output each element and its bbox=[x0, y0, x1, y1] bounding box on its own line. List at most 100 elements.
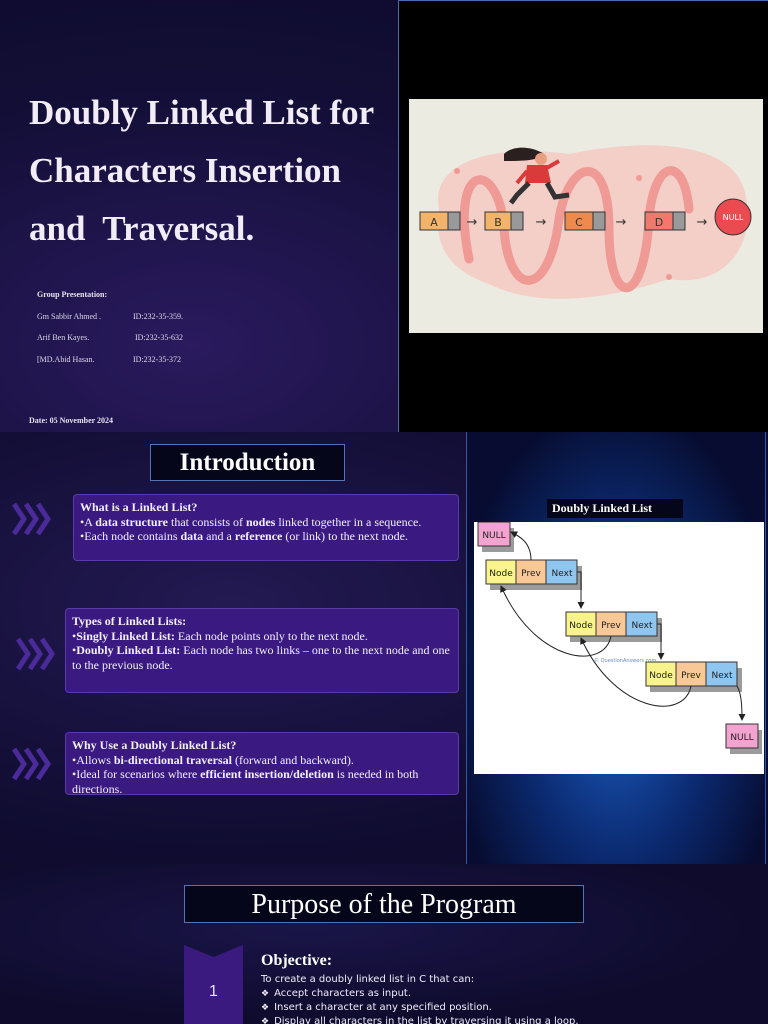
card-line: •Doubly Linked List: Each node has two l… bbox=[72, 643, 452, 672]
card-line-segment: that consists of bbox=[168, 514, 246, 529]
member-name: [MD.Abid Hasan. bbox=[37, 355, 95, 364]
card-line-segment: data structure bbox=[95, 514, 168, 529]
cell-label: Next bbox=[552, 569, 573, 579]
next-arrow bbox=[657, 623, 665, 660]
card-line-segment: •Ideal for scenarios where bbox=[72, 767, 201, 781]
null-text: NULL bbox=[730, 733, 753, 743]
card-line-segment: data bbox=[180, 529, 204, 543]
info-card-linked-list: What is a Linked List? •A data structure… bbox=[73, 494, 459, 561]
card-line-segment: (forward and backward). bbox=[231, 752, 354, 767]
null-text: NULL bbox=[482, 531, 505, 541]
card-line: •Each node contains data and a reference… bbox=[80, 529, 452, 544]
arrow-icon: → bbox=[697, 215, 708, 230]
illus-node: A bbox=[419, 211, 461, 231]
group-label: Group Presentation: bbox=[37, 290, 108, 299]
card-heading: Types of Linked Lists: bbox=[72, 614, 187, 628]
member-row: Arif Ben Kayes. ID:232-35-632 bbox=[37, 333, 207, 342]
chevron-right-icon bbox=[15, 637, 60, 671]
dot-decoration bbox=[454, 168, 460, 174]
member-id: ID:232-35-372 bbox=[133, 355, 181, 364]
card-line: •Singly Linked List: Each node points on… bbox=[72, 629, 452, 644]
illus-node-label: D bbox=[655, 216, 663, 229]
dot-decoration bbox=[516, 274, 522, 280]
illus-node: B bbox=[484, 211, 524, 231]
dll-node: Node Prev Next bbox=[645, 661, 738, 687]
dot-decoration bbox=[636, 175, 642, 181]
cell-label: Node bbox=[649, 671, 673, 681]
prev-arrow bbox=[580, 637, 692, 707]
arrow-icon: → bbox=[467, 215, 478, 230]
card-line-segment: Each node points only to the next node. bbox=[174, 628, 368, 643]
card-heading: Why Use a Doubly Linked List? bbox=[72, 738, 237, 752]
doubly-linked-list-diagram: NULL Node Prev Next Node Prev Next bbox=[474, 521, 764, 774]
objective-bullet: Accept characters as input. bbox=[261, 987, 579, 1001]
objective-intro: To create a doubly linked list in C that… bbox=[261, 974, 475, 985]
card-body: •A data structure that consists of nodes… bbox=[80, 515, 452, 544]
runner-figure bbox=[504, 147, 570, 205]
illus-node-label: C bbox=[575, 216, 583, 229]
illustration-svg: A → B → C → D → NULL bbox=[419, 145, 752, 299]
null-node bbox=[725, 723, 759, 749]
card-line: •Allows bi-directional traversal (forwar… bbox=[72, 753, 452, 768]
slide-title: Introduction bbox=[150, 444, 345, 481]
card-line-segment: efficient insertion/deletion bbox=[200, 767, 334, 781]
illus-node: C bbox=[564, 211, 606, 231]
dll-node: Node Prev Next bbox=[565, 611, 658, 637]
member-id: ID:232-35-632 bbox=[135, 333, 183, 342]
card-heading: What is a Linked List? bbox=[80, 500, 198, 514]
card-line: •A data structure that consists of nodes… bbox=[80, 515, 452, 530]
title-line-1: Doubly Linked List for bbox=[29, 93, 375, 132]
card-line-segment: •Allows bbox=[72, 752, 114, 767]
objective-body: To create a doubly linked list in C that… bbox=[261, 973, 579, 1024]
card-line-segment: Each node has two links – one to the nex… bbox=[72, 643, 450, 672]
next-arrow bbox=[736, 685, 746, 721]
member-id: ID:232-35-359. bbox=[133, 312, 183, 321]
chevron-right-icon bbox=[11, 502, 56, 536]
member-name: Gm Sabbir Ahmed . bbox=[37, 312, 101, 321]
next-arrow bbox=[577, 571, 585, 609]
chevron-right-icon bbox=[11, 747, 56, 781]
member-name: Arif Ben Kayes. bbox=[37, 333, 90, 342]
arrow-icon: → bbox=[536, 215, 547, 230]
illus-node-label: B bbox=[494, 216, 502, 229]
step-number: 1 bbox=[209, 983, 218, 1000]
prev-arrow bbox=[510, 531, 532, 561]
cell-label: Prev bbox=[681, 671, 701, 681]
objective-heading: Objective: bbox=[261, 952, 333, 969]
card-line-segment: is needed in both directions. bbox=[72, 767, 419, 796]
purpose-slide: Purpose of the Program 1 Objective: To c… bbox=[0, 864, 768, 1024]
title-line-2: Characters Insertion bbox=[29, 151, 342, 190]
card-line-segment: •Each node contains bbox=[80, 529, 181, 543]
card-line-segment: • bbox=[72, 628, 77, 643]
info-card-why-dll: Why Use a Doubly Linked List? •Allows bi… bbox=[65, 732, 459, 797]
card-line: •Ideal for scenarios where efficient ins… bbox=[72, 767, 452, 796]
step-number-badge: 1 bbox=[184, 945, 243, 1024]
linked-list-illustration: A → B → C → D → NULL bbox=[409, 99, 763, 333]
prev-arrow bbox=[500, 585, 612, 657]
card-line-segment: • bbox=[72, 643, 77, 657]
objective-bullet: Display all characters in the list by tr… bbox=[261, 1015, 578, 1024]
member-row: Gm Sabbir Ahmed . ID:232-35-359. bbox=[37, 312, 207, 321]
null-node bbox=[477, 521, 511, 547]
title-line-3: and Traversal. bbox=[29, 209, 255, 248]
objective-bullet: Insert a character at any specified posi… bbox=[261, 1001, 579, 1015]
null-label: NULL bbox=[723, 213, 744, 222]
card-line-segment: and a bbox=[203, 529, 235, 543]
card-body: •Allows bi-directional traversal (forwar… bbox=[72, 753, 452, 797]
title-slide: Doubly Linked List for Characters Insert… bbox=[0, 0, 768, 432]
cell-label: Next bbox=[712, 671, 733, 681]
null-circle bbox=[714, 198, 752, 236]
card-line-segment: reference bbox=[234, 529, 283, 543]
member-row: [MD.Abid Hasan. ID:232-35-372 bbox=[37, 355, 207, 364]
cell-label: Next bbox=[632, 621, 653, 631]
card-line-segment: Singly Linked List: bbox=[76, 628, 175, 643]
card-body: •Singly Linked List: Each node points on… bbox=[72, 629, 452, 673]
cell-label: Prev bbox=[601, 621, 621, 631]
dot-decoration bbox=[666, 274, 672, 280]
cell-label: Node bbox=[569, 621, 593, 631]
watermark-text: © QuestionAnswers.com bbox=[594, 657, 656, 664]
card-line-segment: Doubly Linked List: bbox=[76, 643, 181, 657]
card-line-segment: bi-directional traversal bbox=[113, 752, 232, 767]
presentation-date: Date: 05 November 2024 bbox=[29, 416, 114, 425]
illus-node-label: A bbox=[430, 216, 438, 229]
